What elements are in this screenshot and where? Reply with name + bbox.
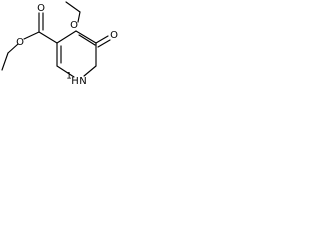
molecule-svg: O O O O 1 H N [1,1,118,87]
ester-ethyl-bond-1 [7,43,19,54]
ester-c-to-ring-bond [38,31,58,44]
ring-h-label: H [71,76,79,87]
ring-bond-n1-c6 [83,65,97,77]
ether-oxygen-label: O [70,20,78,31]
lactam-c-o-bond-double [97,39,111,48]
ethoxy-ch3-bond [65,1,81,13]
ring-bond-c2-n1 [56,65,75,78]
ester-ethyl-bond-2 [1,52,9,71]
ring-bond-c4-c3 [56,30,77,44]
ester-o-bond [23,31,40,40]
ring-bond-c4-c5-inner [78,34,96,46]
ester-oxygen-label: O [16,37,24,48]
ring-bond-c4-c5 [75,30,97,44]
ring-n-number-label: 1 [66,72,72,82]
lactam-oxygen-label: O [110,30,118,41]
ring-n-label: N [79,76,86,87]
ester-carbonyl-oxygen-label: O [37,3,45,14]
lactam-c-o-bond [95,35,109,44]
chemical-structure-diagram: O O O O 1 H N [0,0,127,105]
ethoxy-ch2-bond [77,11,81,23]
